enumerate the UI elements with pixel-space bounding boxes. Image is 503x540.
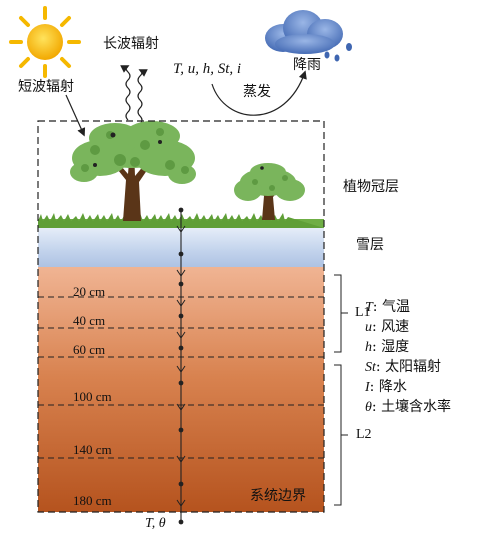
l2-label: L2 — [356, 427, 372, 442]
profile-line — [176, 207, 186, 525]
l1-label: L1 — [355, 305, 371, 320]
legend-item: I: 降水 — [365, 379, 407, 395]
cloud-icon — [265, 10, 352, 62]
depth-label-40: 40 cm — [73, 313, 106, 328]
legend-item: T: 气温 — [365, 299, 410, 315]
legend-item: h: 湿度 — [365, 339, 410, 355]
legend-item: u: 风速 — [365, 319, 410, 335]
small-tree-icon — [234, 163, 305, 220]
shortwave-arrow — [65, 94, 86, 137]
bottom-vars-label: T, θ — [145, 516, 166, 531]
depth-label-20: 20 cm — [73, 284, 106, 299]
large-tree-icon — [70, 121, 196, 221]
longwave-arrows — [120, 65, 148, 133]
canopy-label: 植物冠层 — [343, 179, 399, 195]
evaporation-label: 蒸发 — [243, 84, 271, 100]
shortwave-label: 短波辐射 — [18, 79, 74, 95]
legend-item: θ: 土壤含水率 — [365, 399, 452, 415]
depth-label-60: 60 cm — [73, 342, 106, 357]
depth-label-140: 140 cm — [73, 442, 112, 457]
depth-label-180: 180 cm — [73, 493, 112, 508]
snow-label: 雪层 — [356, 237, 384, 253]
depth-label-100: 100 cm — [73, 389, 112, 404]
evaporation-arrow — [211, 70, 307, 116]
rain-label: 降雨 — [293, 57, 321, 73]
system-boundary-label: 系统边界 — [250, 488, 306, 504]
sun-icon — [9, 6, 81, 78]
legend-item: St: 太阳辐射 — [365, 359, 442, 375]
longwave-label: 长波辐射 — [103, 36, 159, 52]
met-vars-label: T, u, h, St, i — [173, 61, 242, 77]
layer-brackets — [334, 274, 348, 506]
